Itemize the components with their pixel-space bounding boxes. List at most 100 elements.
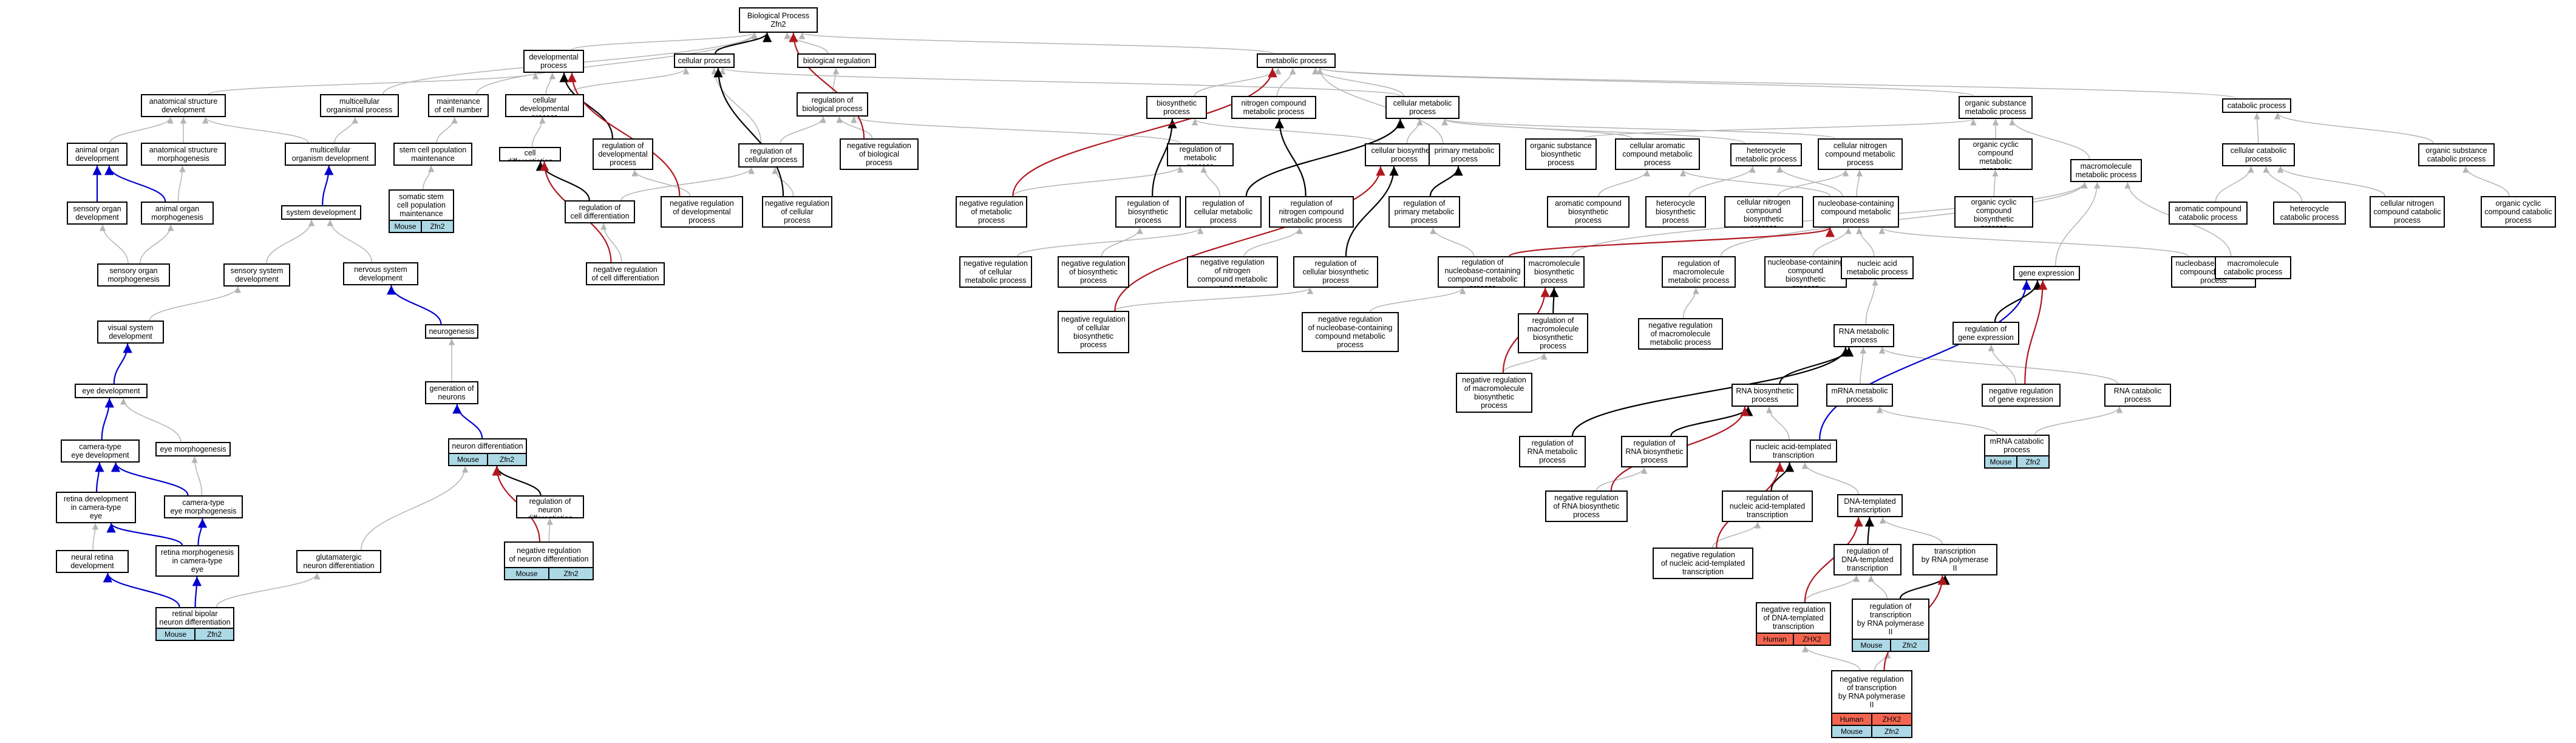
edge-ncp-to-cp <box>713 67 784 197</box>
node-osbp: organic substance biosynthetic process <box>1525 138 1597 170</box>
node-label: negative regulation of metabolic process <box>959 199 1024 225</box>
edge-cbsp-to-cmp <box>1406 118 1423 144</box>
node-cmp: cellular metabolic process <box>1385 96 1460 119</box>
node-rdctedev: retina development in camera-type eye <box>56 492 136 523</box>
edge-rnd-to-neurdiff <box>492 466 542 496</box>
node-label: retina development in camera-type eye <box>63 495 129 520</box>
node-rmbsp: regulation of macromolecule biosynthetic… <box>1518 313 1588 353</box>
node-label: organic cyclic compound metabolic proces… <box>1973 140 2019 170</box>
edge-rmcte-to-rdctedev <box>106 523 183 546</box>
node-ncm: nitrogen compound metabolic process <box>1231 96 1316 119</box>
node-label: regulation of nucleic acid-templated tra… <box>1729 494 1806 519</box>
node-label: developmental process <box>529 53 579 70</box>
node-label: neurogenesis <box>429 327 475 336</box>
edge-ssd-to-sysdev <box>266 219 315 264</box>
node-label: negative regulation of cell differentiat… <box>591 265 659 282</box>
annotation-gene: Zfn2 <box>194 629 233 640</box>
edge-nrge-to-rge <box>1988 344 2017 384</box>
node-nbp: negative regulation of biological proces… <box>840 138 919 170</box>
node-nrtbrp: negative regulation of transcription by … <box>1831 670 1912 738</box>
edge-nrcmp-to-rcmp <box>1017 227 1204 257</box>
node-label: cellular biosynthetic process <box>1371 146 1438 163</box>
node-label: anatomical structure development <box>149 97 218 114</box>
node-rdtt: regulation of DNA-templated transcriptio… <box>1833 544 1901 575</box>
annotation-gene: Zfn2 <box>2016 456 2048 467</box>
annotation-gene: Zfn2 <box>1871 726 1911 737</box>
node-label: cellular metabolic process <box>1393 99 1452 116</box>
edge-cnccp-to-ccp <box>2277 166 2385 197</box>
node-label: nervous system development <box>354 265 407 282</box>
node-label: negative regulation of transcription by … <box>1838 675 1906 709</box>
node-label: catabolic process <box>2227 101 2286 110</box>
edge-accp-to-ccp <box>2215 166 2254 202</box>
node-label: aromatic compound catabolic process <box>2175 205 2241 222</box>
edge-cdp-to-dev <box>545 72 556 95</box>
edge-hcp-to-ccp <box>2263 166 2303 202</box>
annotation-organism: Mouse <box>390 221 421 232</box>
node-label: animal organ morphogenesis <box>151 205 203 222</box>
node-label: aromatic compound biosynthetic process <box>1555 199 1622 225</box>
edge-rcp-to-cp <box>711 67 762 144</box>
node-dtt: DNA-templated transcription <box>1837 494 1903 517</box>
edge-nrncmp-to-rncmp <box>1243 227 1303 257</box>
node-pmp: primary metabolic process <box>1429 143 1500 166</box>
node-ndp: negative regulation of developmental pro… <box>661 196 743 228</box>
edge-tbrp-to-dtt <box>1879 517 1943 545</box>
node-label: gene expression <box>2019 269 2075 277</box>
edge-ndp-to-dev <box>567 72 681 197</box>
node-label: regulation of cellular biosynthetic proc… <box>1302 259 1369 285</box>
node-cncmp: cellular nitrogen compound metabolic pro… <box>1818 138 1903 170</box>
node-rbp: regulation of biological process <box>797 92 868 117</box>
node-label: cell differentiation <box>507 149 553 161</box>
edge-rnccmp-to-rpmp <box>1430 227 1475 257</box>
edge-rcmp-to-cmp <box>1245 118 1405 197</box>
node-nrnd: negative regulation of neuron differenti… <box>504 541 594 580</box>
edge-dev-to-bp <box>571 32 758 50</box>
node-mrnamp: mRNA metabolic process <box>1826 384 1893 407</box>
edge-ctedev-to-eyedev <box>101 398 114 440</box>
annotation-organism: Human <box>1757 634 1793 645</box>
node-label: negative regulation of nucleic acid-temp… <box>1660 551 1745 576</box>
edge-nrdtt-to-rdtt <box>1804 575 1860 603</box>
edge-oscp-to-catp <box>2274 112 2434 144</box>
annotation-gene: Zfn2 <box>548 568 593 579</box>
node-label: mRNA catabolic process <box>1990 437 2044 454</box>
node-label: negative regulation of macromolecule met… <box>1648 321 1713 347</box>
annotation-organism: Human <box>1832 714 1871 725</box>
edge-rnccmp-to-nccmp <box>1509 226 1835 257</box>
edge-rdtt-to-dtt <box>1864 517 1875 545</box>
node-ssd: sensory system development <box>223 263 290 287</box>
node-label: anatomical structure morphogenesis <box>149 146 218 163</box>
node-mmp: macromolecule metabolic process <box>2070 159 2142 182</box>
node-hbp: heterocycle biosynthetic process <box>1645 196 1706 228</box>
node-nrmbsp: negative regulation of macromolecule bio… <box>1456 373 1532 413</box>
node-dev: developmental process <box>523 50 584 73</box>
node-label: camera-type eye morphogenesis <box>170 498 237 515</box>
node-label: sensory organ morphogenesis <box>107 266 160 283</box>
node-nrncmp: negative regulation of nitrogen compound… <box>1187 256 1278 288</box>
node-label: visual system development <box>107 324 154 341</box>
node-label: eye development <box>82 387 140 395</box>
edge-som-to-aomorph <box>140 224 174 264</box>
node-label: negative regulation of nucleobase-contai… <box>1308 315 1393 349</box>
edge-ctemorph-to-eyemorph <box>191 456 203 496</box>
edge-nrmmp-to-rmmp <box>1682 287 1699 319</box>
edge-nrmbsp-to-rmbsp <box>1502 353 1548 373</box>
edge-rbnd-to-gnd <box>216 572 321 608</box>
node-label: mRNA metabolic process <box>1831 387 1888 404</box>
node-bsp: biosynthetic process <box>1146 96 1207 119</box>
node-occcp: organic cyclic compound catabolic proces… <box>2481 196 2556 228</box>
annotation-gene: Zfn2 <box>487 454 526 465</box>
node-natt: nucleic acid-templated transcription <box>1750 439 1837 463</box>
edge-nrbsp-to-rbsp <box>1101 227 1143 257</box>
node-label: system development <box>286 208 356 217</box>
node-label: regulation of macromolecule metabolic pr… <box>1668 259 1730 285</box>
edge-mrnamp-to-rnamp <box>1860 347 1867 384</box>
node-nrrnabsp: negative regulation of RNA biosynthetic … <box>1545 490 1628 522</box>
